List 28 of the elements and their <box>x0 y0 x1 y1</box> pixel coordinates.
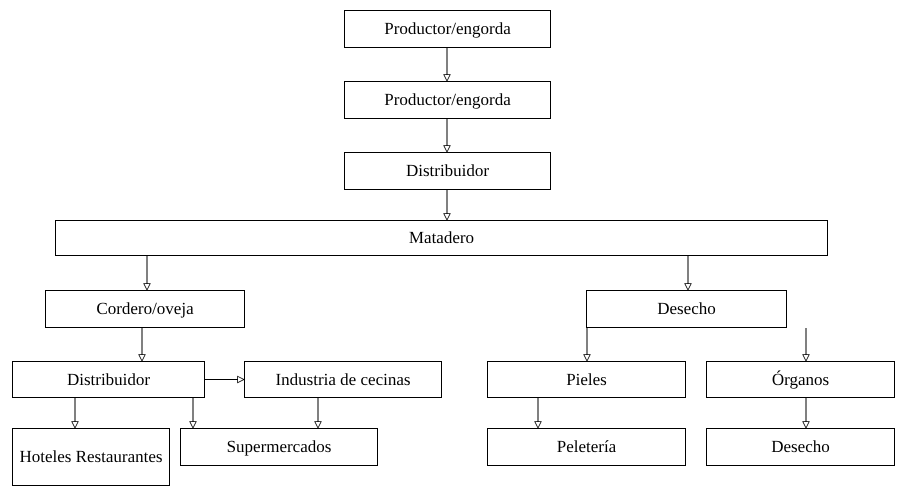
process-box: Matadero <box>55 220 828 256</box>
arrow <box>684 256 692 290</box>
arrow <box>443 190 451 220</box>
arrow <box>138 328 146 362</box>
process-box: Pieles <box>487 361 686 398</box>
process-box: Hoteles Restaurantes <box>12 428 170 486</box>
process-box: Peletería <box>487 428 686 466</box>
process-box: Órganos <box>706 361 895 398</box>
process-box: Industria de cecinas <box>244 361 442 398</box>
arrow <box>802 328 810 362</box>
arrow <box>143 256 151 290</box>
process-box: Supermercados <box>180 428 378 466</box>
arrow <box>204 376 244 384</box>
arrow <box>534 398 542 428</box>
arrow <box>314 398 322 428</box>
arrow <box>443 48 451 82</box>
process-box: Productor/engorda <box>344 81 551 119</box>
arrow <box>443 118 451 152</box>
arrow <box>583 328 591 362</box>
process-box: Desecho <box>586 290 787 328</box>
arrow <box>189 398 197 428</box>
process-box: Desecho <box>706 428 895 466</box>
process-box: Cordero/oveja <box>45 290 245 328</box>
process-box: Distribuidor <box>344 152 551 190</box>
process-box: Distribuidor <box>12 361 205 398</box>
arrow <box>71 398 79 428</box>
process-box: Productor/engorda <box>344 10 551 48</box>
arrow <box>802 398 810 428</box>
